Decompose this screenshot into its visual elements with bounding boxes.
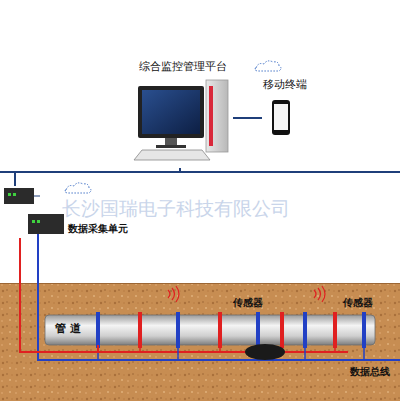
bus-label: 数据总线 [350, 366, 390, 378]
pipe-body [45, 315, 375, 345]
monitor [138, 86, 204, 138]
pc-tower [206, 80, 228, 152]
node-text: 综合监控管理平台 [139, 60, 227, 73]
platform-node: 综合监控管理平台 [133, 60, 233, 168]
watermark: 长沙国瑞电子科技有限公司 [62, 197, 290, 220]
monitor-base [156, 145, 186, 148]
sensor-bands [96, 312, 366, 360]
node-text: 管 道 [55, 322, 81, 335]
connector [15, 168, 180, 186]
monitor-stand [165, 138, 177, 146]
acquisition-unit [28, 214, 64, 234]
led [37, 220, 40, 223]
cloud [255, 61, 281, 71]
pipe-node: 管 道 [45, 315, 375, 345]
node-text: 数据采集单元 [68, 223, 128, 235]
led [8, 193, 11, 196]
acquisition-unit [4, 188, 34, 204]
leak-blob [245, 344, 285, 360]
node-text: 移动终端 [263, 78, 307, 91]
led [13, 193, 16, 196]
ground-line [0, 283, 400, 284]
cable [34, 196, 40, 197]
tower-stripe [209, 86, 213, 146]
blue-bus-wire [38, 234, 400, 360]
red-bus-wire [98, 351, 348, 353]
keyboard [134, 150, 210, 160]
mobile-phone [272, 100, 290, 135]
phone-screen [274, 104, 288, 130]
led [32, 220, 35, 223]
mobile-node: 移动终端 [262, 78, 309, 138]
sensor-label: 传感器 [343, 297, 373, 309]
soil [0, 283, 400, 401]
screen [142, 90, 200, 134]
sensor-label: 传感器 [233, 297, 263, 309]
cloud [65, 183, 91, 193]
connector [20, 238, 98, 352]
connector [233, 117, 262, 119]
